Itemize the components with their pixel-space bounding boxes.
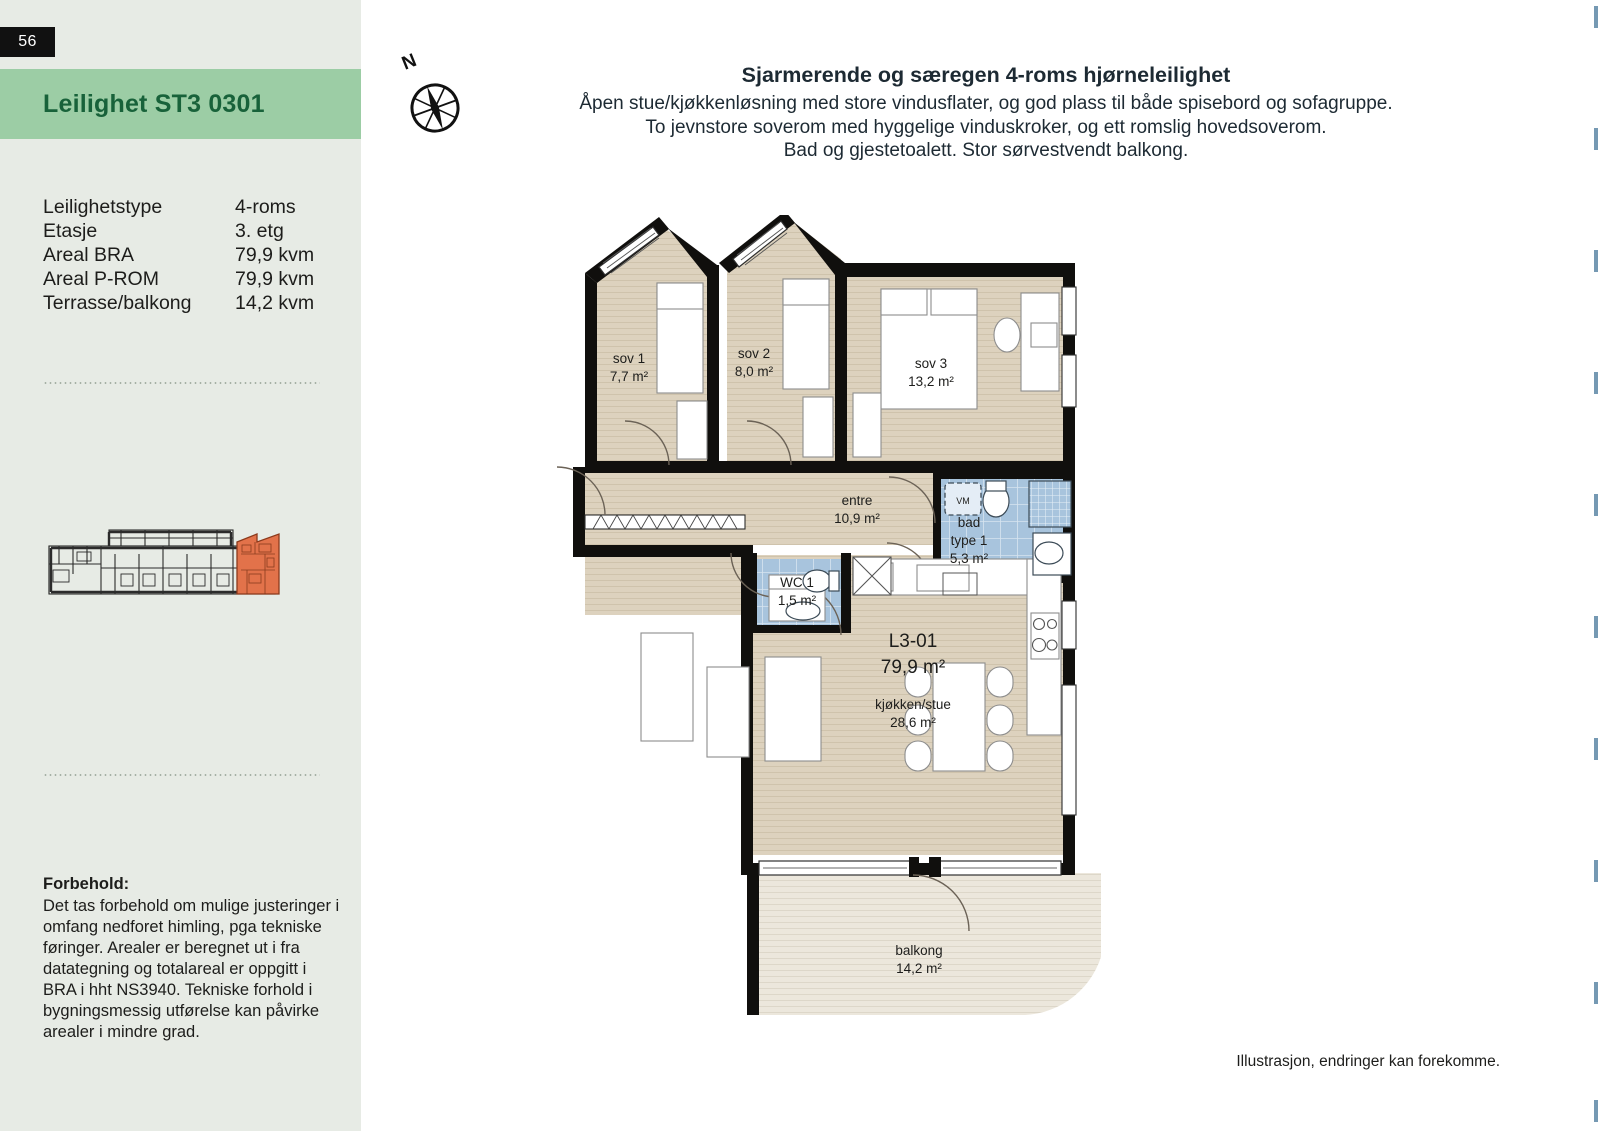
- spec-label: Areal BRA: [43, 244, 135, 266]
- spec-value: 14,2 kvm: [235, 292, 315, 314]
- room-area-wc: 1,5 m²: [778, 593, 817, 608]
- headline: Sjarmerende og særegen 4-roms hjørneleil…: [741, 63, 1231, 87]
- specs-table: Leilighetstype 4-roms Etasje 3. etg Area…: [43, 196, 333, 316]
- spec-value: 3. etg: [235, 220, 284, 242]
- compass-north-label: N: [399, 50, 420, 75]
- room-label-bad: bad: [958, 515, 981, 530]
- spec-value: 79,9 kvm: [235, 268, 315, 290]
- header-line-1: Åpen stue/kjøkkenløsning med store vindu…: [579, 93, 1393, 114]
- page-title: Leilighet ST3 0301: [43, 89, 265, 118]
- key-plan-thumbnail: [43, 508, 321, 600]
- washing-machine-label: VM: [956, 496, 970, 506]
- room-area-bad: 5,3 m²: [950, 551, 989, 566]
- unit-area-label: 79,9 m²: [881, 657, 945, 678]
- header-line-3: Bad og gjestetoalett. Stor sørvestvendt …: [783, 140, 1189, 161]
- divider: [43, 774, 320, 776]
- header-line-2: To jevnstore soverom med hyggelige vindu…: [645, 116, 1327, 138]
- table-row: Etasje 3. etg: [43, 220, 333, 243]
- page-number-badge: 56: [0, 27, 55, 57]
- room-label-balkong: balkong: [895, 943, 942, 958]
- table-row: Areal P-ROM 79,9 kvm: [43, 268, 333, 291]
- header-text-block: Sjarmerende og særegen 4-roms hjørneleil…: [471, 60, 1501, 163]
- disclaimer-text: Det tas forbehold om mulige justeringer …: [43, 897, 340, 1041]
- page-edge-marks: [1590, 0, 1598, 1131]
- room-area-sov1: 7,7 m²: [610, 369, 649, 384]
- spec-label: Leilighetstype: [43, 196, 163, 218]
- spec-label: Areal P-ROM: [43, 268, 159, 290]
- disclaimer-block: Forbehold: Det tas forbehold om mulige j…: [43, 875, 341, 1043]
- disclaimer-heading: Forbehold:: [43, 875, 130, 893]
- compass-icon: N: [399, 50, 461, 138]
- sidebar: 56 Leilighet ST3 0301 Leilighetstype 4-r…: [0, 0, 361, 1131]
- room-label-bad-type: type 1: [951, 533, 988, 548]
- room-area-sov2: 8,0 m²: [735, 364, 774, 379]
- spec-label: Etasje: [43, 220, 98, 242]
- main-content: N Sjarmerende og særegen 4-roms hjørnele…: [361, 0, 1600, 1131]
- table-row: Terrasse/balkong 14,2 kvm: [43, 292, 333, 315]
- room-area-entre: 10,9 m²: [834, 511, 880, 526]
- spec-value: 4-roms: [235, 196, 296, 218]
- floorplan-drawing: VM sov 1 7,7 m² sov 2 8,0 m² sov 3 13,2 …: [541, 215, 1381, 1015]
- room-label-kitchen: kjøkken/stue: [875, 697, 951, 712]
- table-row: Areal BRA 79,9 kvm: [43, 244, 333, 267]
- room-area-balkong: 14,2 m²: [896, 961, 942, 976]
- divider: [43, 382, 320, 384]
- spec-value: 79,9 kvm: [235, 244, 315, 266]
- room-area-kitchen: 28,6 m²: [890, 715, 936, 730]
- apartment-title-band: Leilighet ST3 0301: [0, 69, 361, 139]
- spec-label: Terrasse/balkong: [43, 292, 192, 314]
- room-label-sov3: sov 3: [915, 356, 947, 371]
- room-label-entre: entre: [842, 493, 873, 508]
- room-label-wc: WC 1: [780, 575, 814, 590]
- table-row: Leilighetstype 4-roms: [43, 196, 333, 219]
- illustration-caption: Illustrasjon, endringer kan forekomme.: [1236, 1053, 1500, 1070]
- room-label-sov1: sov 1: [613, 351, 645, 366]
- room-area-sov3: 13,2 m²: [908, 374, 954, 389]
- room-label-sov2: sov 2: [738, 346, 770, 361]
- unit-code-label: L3-01: [889, 631, 938, 652]
